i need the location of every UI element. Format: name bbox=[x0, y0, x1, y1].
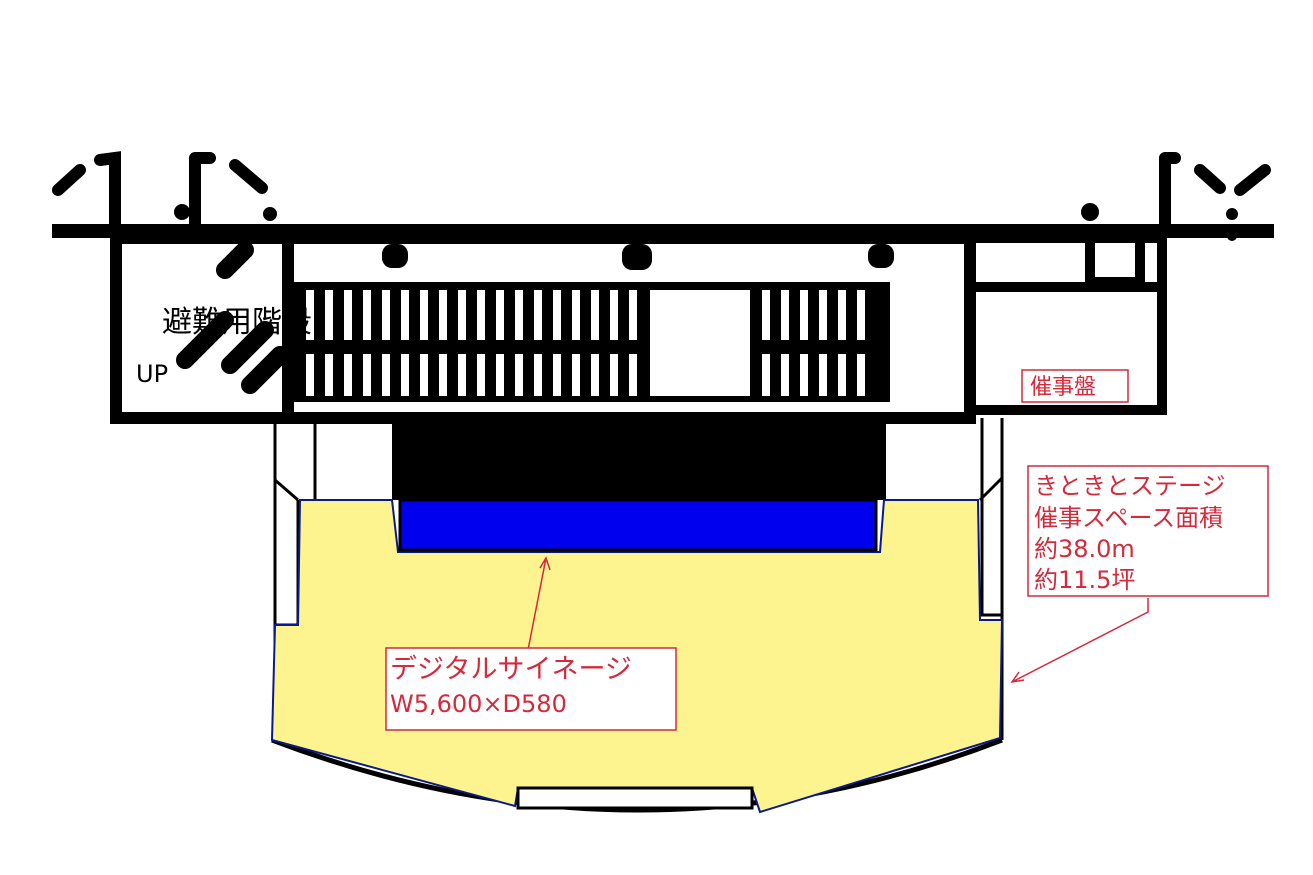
stair-tread bbox=[629, 354, 637, 396]
stair-treads bbox=[294, 282, 890, 402]
up-label: UP bbox=[136, 360, 168, 388]
stair-tread bbox=[363, 290, 371, 340]
stair-tread bbox=[306, 354, 314, 396]
stair-tread bbox=[420, 354, 428, 396]
stair-tread bbox=[325, 354, 333, 396]
stair-tread bbox=[762, 290, 770, 340]
stair-tread bbox=[477, 354, 485, 396]
wall-stubs bbox=[52, 151, 1271, 230]
stair-tread bbox=[838, 354, 846, 396]
stair-tread bbox=[401, 354, 409, 396]
stair-tread bbox=[610, 290, 618, 340]
signage-label-1: デジタルサイネージ bbox=[390, 654, 632, 685]
stair-tread bbox=[819, 354, 827, 396]
stair-tread bbox=[534, 354, 542, 396]
stair-tread bbox=[439, 354, 447, 396]
stair-tread bbox=[610, 354, 618, 396]
stair-tread bbox=[553, 290, 561, 340]
wall-dots bbox=[174, 203, 1238, 270]
stair-tread bbox=[363, 354, 371, 396]
stair-tread bbox=[496, 290, 504, 340]
stair-tread bbox=[382, 354, 390, 396]
stairs-label: 避難用階段 bbox=[162, 305, 312, 340]
stair-tread bbox=[857, 354, 865, 396]
stage-label-1: きときとステージ bbox=[1034, 472, 1226, 500]
stair-tread bbox=[572, 354, 580, 396]
stair-tread bbox=[496, 354, 504, 396]
stage-label-2: 催事スペース面積 bbox=[1034, 504, 1223, 532]
landing-hatch bbox=[176, 241, 289, 394]
stair-tread bbox=[344, 290, 352, 340]
stair-tread bbox=[458, 354, 466, 396]
digital-signage bbox=[398, 498, 878, 552]
stair-tread bbox=[838, 290, 846, 340]
stair-tread bbox=[458, 290, 466, 340]
stair-tread bbox=[382, 290, 390, 340]
stair-tread bbox=[325, 290, 333, 340]
stair-tread bbox=[629, 290, 637, 340]
stair-tread bbox=[857, 290, 865, 340]
signage-arrow bbox=[527, 556, 551, 651]
stair-tread bbox=[591, 290, 599, 340]
stair-tread bbox=[420, 290, 428, 340]
stair-tread bbox=[534, 290, 542, 340]
stair-tread bbox=[781, 290, 789, 340]
stair-tread bbox=[781, 354, 789, 396]
stair-tread bbox=[591, 354, 599, 396]
stair-tread bbox=[344, 354, 352, 396]
stair-tread bbox=[762, 354, 770, 396]
stage-arrow bbox=[1010, 598, 1149, 684]
stair-tread bbox=[515, 354, 523, 396]
panel-label: 催事盤 bbox=[1030, 375, 1096, 400]
stair-tread bbox=[553, 354, 561, 396]
panel-room bbox=[965, 233, 1167, 415]
stair-tread bbox=[439, 290, 447, 340]
stair-tread bbox=[800, 354, 808, 396]
signage-label-2: W5,600×D580 bbox=[390, 690, 567, 718]
stair-tread bbox=[401, 290, 409, 340]
signage-back bbox=[392, 418, 886, 500]
stair-tread bbox=[800, 290, 808, 340]
stair-tread bbox=[515, 290, 523, 340]
stage-label-3: 約38.0m bbox=[1034, 535, 1135, 563]
stair-tread bbox=[306, 290, 314, 340]
stair-tread bbox=[819, 290, 827, 340]
stair-landing bbox=[650, 290, 750, 396]
stage-label-4: 約11.5坪 bbox=[1034, 566, 1135, 594]
stair-tread bbox=[572, 290, 580, 340]
stair-tread bbox=[477, 290, 485, 340]
